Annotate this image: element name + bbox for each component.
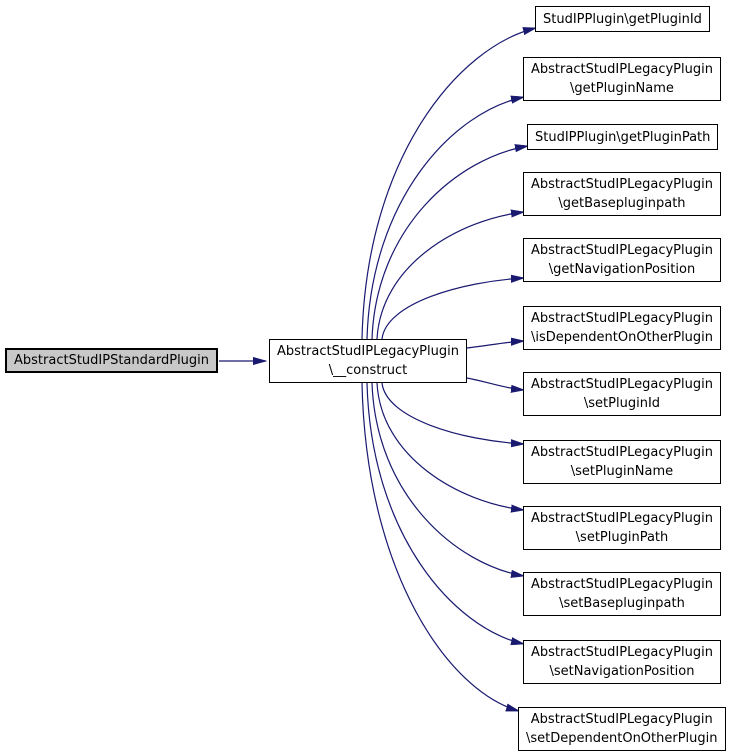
node-label: \__construct	[328, 363, 408, 378]
call-edge-isdependentonotherplugin	[466, 341, 524, 349]
node-label: AbstractStudIPLegacyPlugin	[277, 344, 459, 359]
call-edge-getbasepluginpath	[376, 212, 524, 340]
node-setbasepluginpath[interactable]: AbstractStudIPLegacyPlugin \setBaseplugin…	[523, 572, 721, 616]
node-label: StudIPPlugin\getPluginId	[543, 11, 702, 27]
node-label: AbstractStudIPLegacyPlugin	[531, 177, 713, 192]
node-label: \isDependentOnOtherPlugin	[531, 330, 714, 345]
call-edge-studipplugin-getpluginpath	[371, 146, 528, 340]
node-label: \getBasepluginpath	[558, 196, 686, 211]
node-label: AbstractStudIPLegacyPlugin	[530, 712, 713, 727]
node-setdependentonotherplugin[interactable]: AbstractStudIPLegacyPlugin \setDependentO…	[518, 707, 726, 751]
call-edge-studipplugin-getpluginid	[361, 28, 536, 340]
node-label: \setBasepluginpath	[559, 596, 685, 611]
node-construct[interactable]: AbstractStudIPLegacyPlugin \__construct	[269, 339, 467, 383]
node-label: AbstractStudIPLegacyPlugin	[531, 511, 713, 526]
node-label: AbstractStudIPLegacyPlugin	[531, 577, 713, 592]
node-label: \getPluginName	[570, 81, 674, 96]
node-label: \setNavigationPosition	[549, 664, 695, 679]
node-label: \getNavigationPosition	[548, 262, 696, 277]
node-setnavigationposition[interactable]: AbstractStudIPLegacyPlugin \setNavigation…	[523, 640, 721, 684]
node-isdependentonotherplugin[interactable]: AbstractStudIPLegacyPlugin \isDependentOn…	[523, 306, 722, 350]
node-label: \setPluginId	[583, 396, 661, 411]
node-getbasepluginpath[interactable]: AbstractStudIPLegacyPlugin \getBaseplugin…	[523, 172, 721, 216]
node-setpluginid[interactable]: AbstractStudIPLegacyPlugin \setPluginId	[523, 372, 721, 416]
node-studipplugin-getpluginid[interactable]: StudIPPlugin\getPluginId	[535, 6, 710, 32]
node-getnavigationposition[interactable]: AbstractStudIPLegacyPlugin \getNavigation…	[523, 238, 721, 282]
node-label: AbstractStudIPLegacyPlugin	[531, 311, 713, 326]
node-label: AbstractStudIPLegacyPlugin	[531, 62, 713, 77]
call-edge-setpluginname	[381, 382, 524, 444]
node-label: AbstractStudIPLegacyPlugin	[531, 645, 713, 660]
node-label: AbstractStudIPLegacyPlugin	[531, 377, 713, 392]
node-setpluginpath[interactable]: AbstractStudIPLegacyPlugin \setPluginPath	[523, 506, 721, 550]
node-label: AbstractStudIPLegacyPlugin	[531, 445, 713, 460]
call-edge-setbasepluginpath	[371, 382, 524, 576]
node-studipplugin-getpluginpath[interactable]: StudIPPlugin\getPluginPath	[527, 124, 719, 150]
node-label: \setPluginName	[570, 464, 674, 479]
node-label: AbstractStudIPLegacyPlugin	[531, 243, 713, 258]
node-label: AbstractStudIPStandardPlugin	[14, 353, 210, 368]
node-getpluginname[interactable]: AbstractStudIPLegacyPlugin \getPluginName	[523, 57, 721, 101]
node-abstractstudipstandardplugin: AbstractStudIPStandardPlugin	[5, 348, 219, 373]
node-label: StudIPPlugin\getPluginPath	[535, 129, 711, 145]
node-setpluginname[interactable]: AbstractStudIPLegacyPlugin \setPluginName	[523, 440, 721, 484]
call-edge-setnavigationposition	[366, 382, 524, 644]
call-edge-setpluginpath	[376, 382, 524, 510]
node-label: \setPluginPath	[575, 530, 669, 545]
call-edge-setpluginid	[466, 377, 524, 390]
call-edge-setdependentonotherplugin	[361, 382, 519, 712]
call-edge-getnavigationposition	[381, 278, 524, 340]
node-label: \setDependentOnOtherPlugin	[526, 731, 718, 746]
call-edge-getpluginname	[366, 97, 524, 340]
